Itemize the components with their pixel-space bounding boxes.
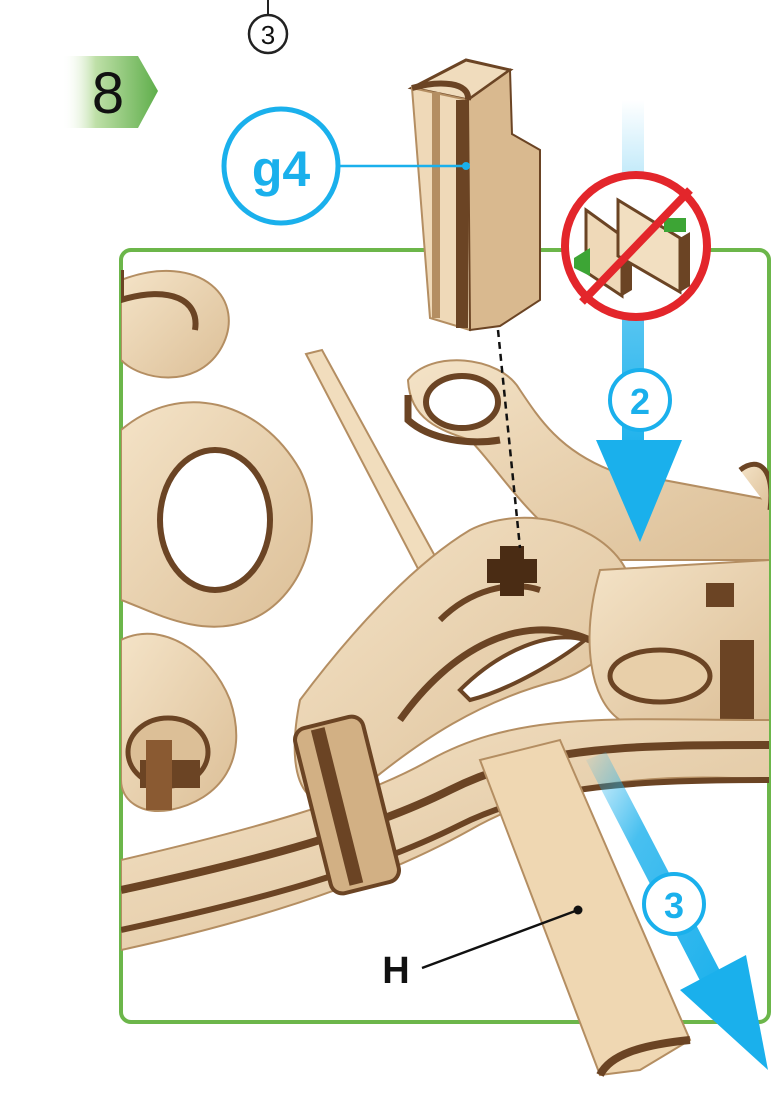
top-step-marker: 3 <box>249 0 287 53</box>
wood-mechanism <box>121 270 771 950</box>
no-glue-warning-icon <box>565 175 707 317</box>
part-g4 <box>412 60 540 330</box>
part-g4-label: g4 <box>252 141 311 197</box>
arrow-3-number: 3 <box>664 885 684 926</box>
top-marker-number: 3 <box>261 20 275 50</box>
step-number: 8 <box>92 61 124 126</box>
step-badge-icon: 8 <box>62 56 158 128</box>
part-h-label: H <box>382 950 409 992</box>
arrow-2-number: 2 <box>630 381 650 422</box>
